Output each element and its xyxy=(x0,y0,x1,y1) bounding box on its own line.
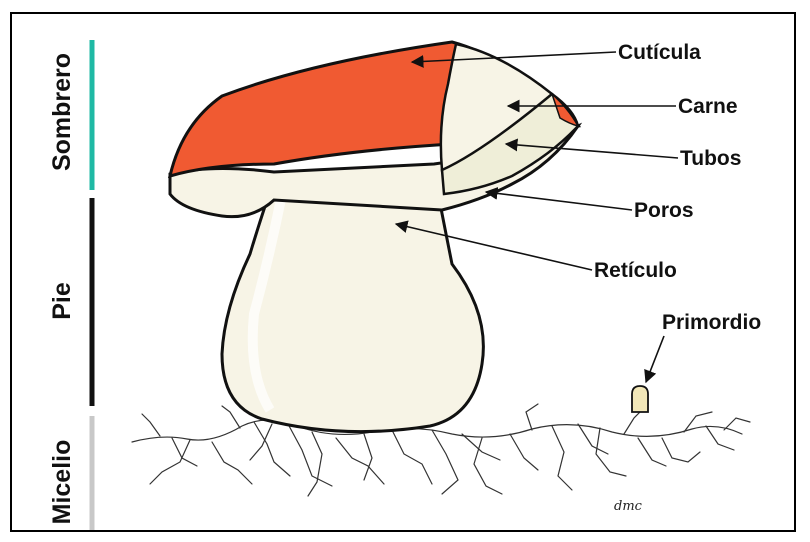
diagram-frame: Sombrero Pie Micelio xyxy=(10,12,796,532)
tubos-label: Tubos xyxy=(680,147,741,170)
primordio-bud xyxy=(632,386,648,412)
poros-pointer xyxy=(486,192,632,210)
poros-label: Poros xyxy=(634,199,694,222)
micelio-label: Micelio xyxy=(48,440,76,525)
mushroom-diagram: Sombrero Pie Micelio xyxy=(12,14,794,530)
pie-label: Pie xyxy=(48,282,76,320)
reticulo-label: Retículo xyxy=(594,259,677,282)
artist-signature: dmc xyxy=(614,499,643,514)
primordio-pointer xyxy=(646,336,664,382)
cuticula-label: Cutícula xyxy=(618,41,701,64)
primordio-label: Primordio xyxy=(662,311,761,334)
carne-label: Carne xyxy=(678,95,738,118)
sombrero-label: Sombrero xyxy=(48,53,76,171)
